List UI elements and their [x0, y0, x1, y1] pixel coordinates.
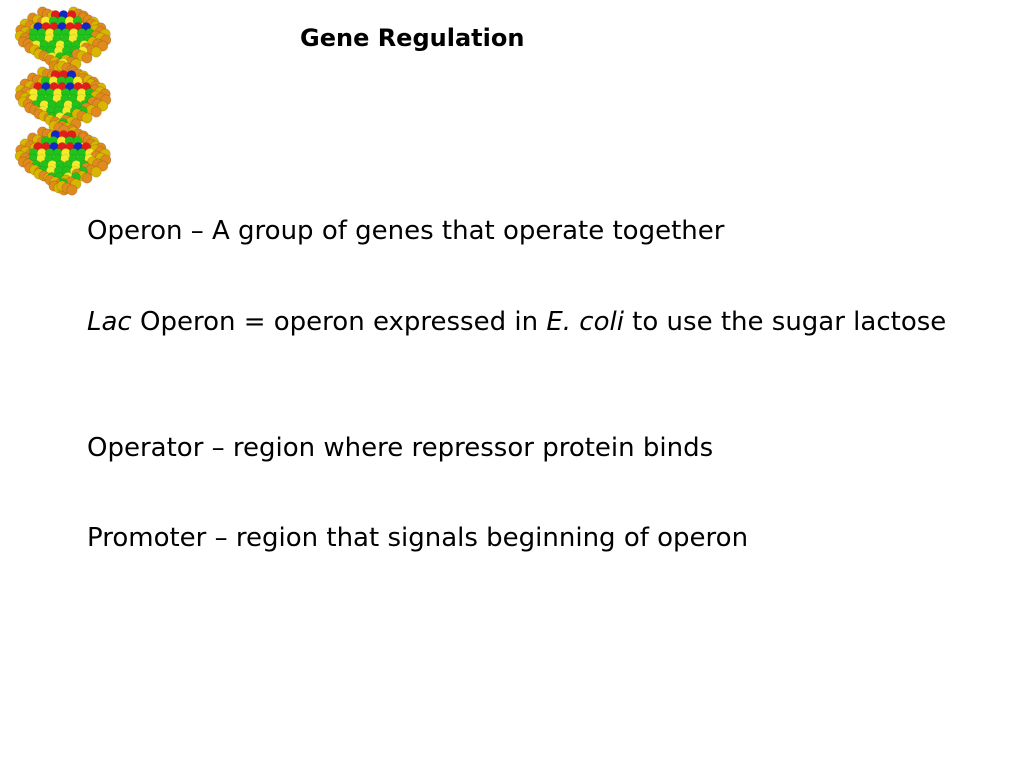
- bullet-promoter: Promoter – region that signals beginning…: [87, 523, 749, 553]
- dna-helix-image: [8, 6, 118, 198]
- lac-term: Lac: [87, 307, 132, 337]
- lac-text-2: to use the sugar lactose: [623, 307, 947, 337]
- helix-bead: [90, 106, 102, 118]
- bullet-lac-operon: Lac Operon = operon expressed in E. coli…: [87, 304, 947, 340]
- helix-bead: [90, 46, 102, 58]
- bullet-operator: Operator – region where repressor protei…: [87, 433, 714, 463]
- lac-text-1: Operon = operon expressed in: [131, 307, 547, 337]
- bullet-operon: Operon – A group of genes that operate t…: [87, 216, 725, 246]
- helix-bead: [81, 172, 93, 184]
- helix-bead: [66, 184, 78, 196]
- dna-helix-icon: [14, 6, 112, 196]
- helix-bead: [81, 112, 93, 124]
- slide-title: Gene Regulation: [300, 24, 525, 52]
- ecoli-term: E. coli: [546, 307, 624, 337]
- helix-bead: [90, 166, 102, 178]
- helix-bead: [81, 52, 93, 64]
